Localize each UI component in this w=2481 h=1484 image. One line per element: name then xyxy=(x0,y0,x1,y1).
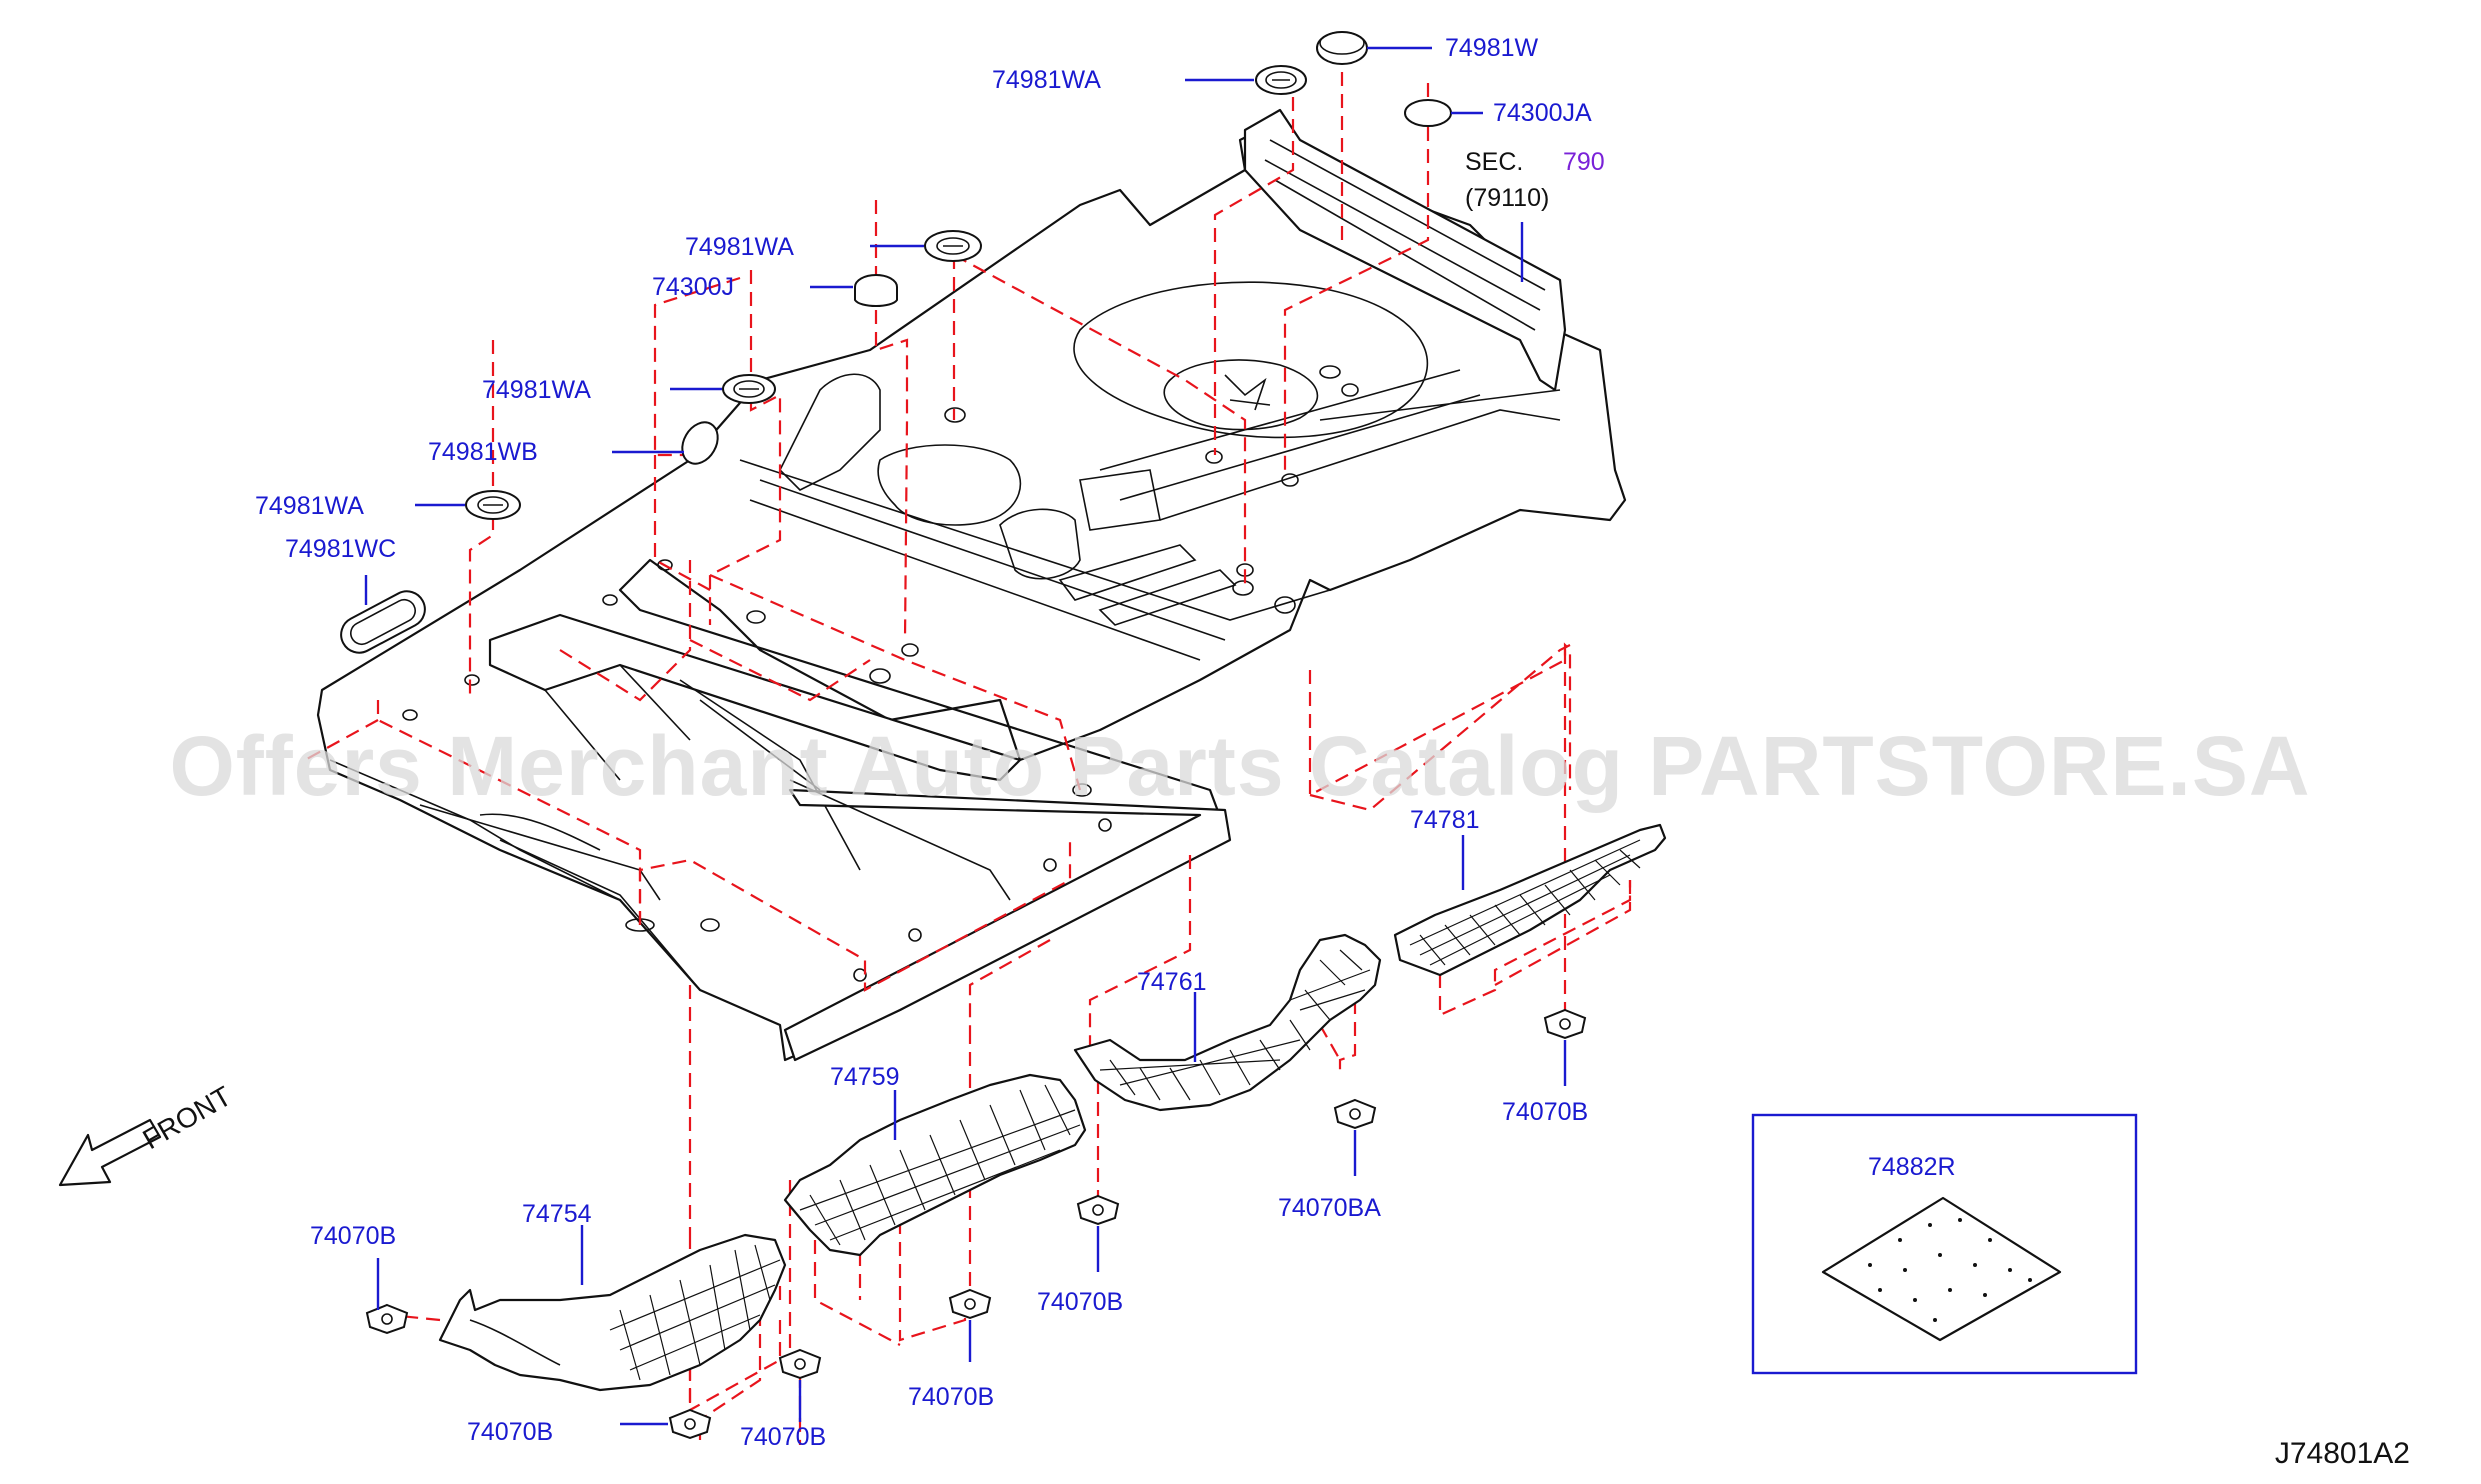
part-labels: 74981W 74981WA 74300JA SEC. 790 (79110) … xyxy=(255,34,1956,1451)
clip-6 xyxy=(668,1408,712,1440)
clip-2 xyxy=(1333,1098,1377,1130)
insulator-74754 xyxy=(438,1233,787,1392)
label-74070B-center: 74070B xyxy=(908,1383,994,1411)
floor-pan xyxy=(316,108,1627,1062)
plug-74981WB xyxy=(681,421,719,465)
front-label: FRONT xyxy=(138,1080,237,1155)
clip-4 xyxy=(948,1288,992,1320)
grommet-74981WA-lower xyxy=(465,490,521,520)
watermark: Offers Merchant Auto Parts Catalog PARTS… xyxy=(169,719,2310,813)
clip-5 xyxy=(778,1348,822,1380)
label-sec-number[interactable]: 790 xyxy=(1563,148,1605,176)
label-74070B-front-right: 74070B xyxy=(740,1423,826,1451)
label-74070B-rear: 74070B xyxy=(1502,1098,1588,1126)
clip-7 xyxy=(365,1303,409,1335)
label-74981WC: 74981WC xyxy=(285,535,396,563)
clips xyxy=(365,1008,1587,1440)
insulator-74781 xyxy=(1393,823,1667,977)
label-74981W: 74981W xyxy=(1445,34,1539,62)
label-74070B-mid: 74070B xyxy=(1037,1288,1123,1316)
label-74070B-left-top: 74070B xyxy=(310,1222,396,1250)
label-74981WA-top: 74981WA xyxy=(992,66,1101,94)
label-74761: 74761 xyxy=(1137,968,1207,996)
label-74981WB: 74981WB xyxy=(428,438,538,466)
insulator-74761 xyxy=(1073,933,1382,1112)
grommet-74981WA-mid xyxy=(924,230,982,262)
inset-box-74882R xyxy=(1751,1113,2138,1375)
label-74070BA: 74070BA xyxy=(1278,1194,1381,1222)
clip-3 xyxy=(1076,1194,1120,1226)
front-direction-arrow xyxy=(58,1118,162,1187)
label-74759: 74759 xyxy=(830,1063,900,1091)
label-74981WA-lower: 74981WA xyxy=(255,492,364,520)
label-74781: 74781 xyxy=(1410,806,1480,834)
label-74300J: 74300J xyxy=(652,273,734,301)
label-74981WA-left: 74981WA xyxy=(482,376,591,404)
grommet-74981WA-left xyxy=(722,374,776,404)
grommet-74981WA-top xyxy=(1255,65,1307,95)
label-74981WA-mid: 74981WA xyxy=(685,233,794,261)
label-sec-ref: (79110) xyxy=(1465,184,1549,212)
grommet-74981W xyxy=(1316,31,1368,65)
plug-74300J xyxy=(854,274,898,307)
label-sec-prefix: SEC. xyxy=(1465,148,1523,176)
label-74300JA: 74300JA xyxy=(1493,99,1592,127)
label-74754: 74754 xyxy=(522,1200,592,1228)
plug-74300JA xyxy=(1404,99,1452,127)
diagram-code: J74801A2 xyxy=(2275,1437,2410,1470)
grommets xyxy=(340,31,1452,654)
label-74882R: 74882R xyxy=(1868,1153,1956,1181)
label-74070B-front-left: 74070B xyxy=(467,1418,553,1446)
clip-1 xyxy=(1543,1008,1587,1040)
insulator-74759 xyxy=(783,1073,1087,1257)
plug-74981WC xyxy=(340,590,426,654)
